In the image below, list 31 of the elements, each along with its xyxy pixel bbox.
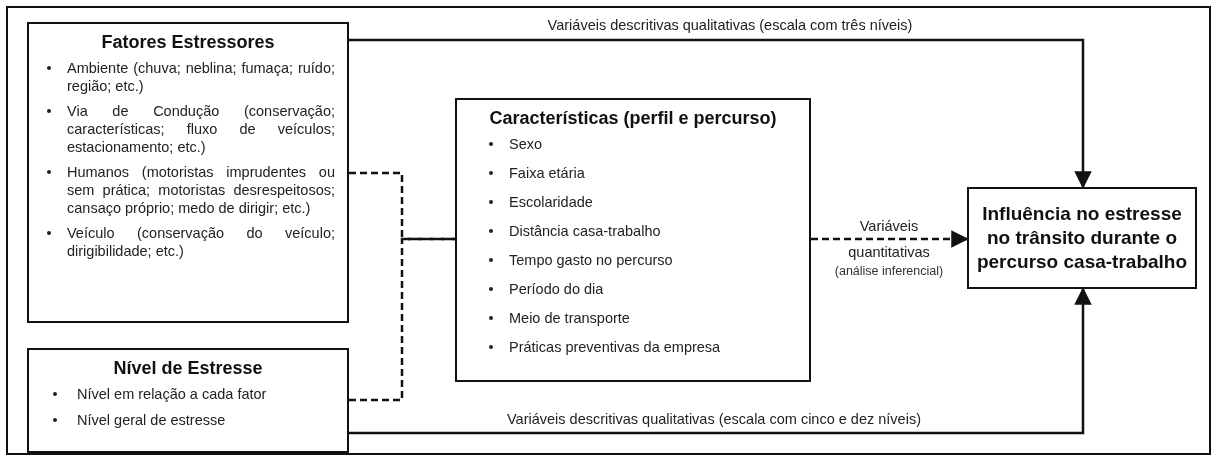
list-item: Humanos (motoristas imprudentes ou sem prática; motoristas desrespeitosos; cansaço próprio; medo de dirigir; etc.) [67, 163, 335, 217]
box-title: Fatores Estressores [100, 32, 276, 53]
list-item: Faixa etária [509, 164, 586, 182]
edge-label: Variáveis quantitativas [847, 217, 931, 262]
list-item: Período do dia [509, 280, 605, 298]
box-title: Influência no estresse no trânsito durante o percurso casa-trabalho [975, 202, 1189, 274]
list-box [455, 98, 811, 382]
arrow [349, 38, 1092, 189]
note-text: (análise inferencial) [834, 264, 944, 278]
list-item: Práticas preventivas da empresa [509, 338, 722, 356]
box-title: Características (perfil e percurso) [488, 108, 778, 129]
list-item: Tempo gasto no percurso [509, 251, 674, 269]
edge-label: Variáveis descritivas qualitativas (escala com três níveis) [545, 17, 915, 33]
edge-label: Variáveis descritivas qualitativas (escala com cinco e dez níveis) [505, 411, 923, 427]
list-item: Ambiente (chuva; neblina; fumaça; ruído; região; etc.) [67, 59, 335, 95]
box-title: Nível de Estresse [112, 358, 264, 379]
list-item: Sexo [509, 135, 544, 153]
list-item: Via de Condução (conservação; características; fluxo de veículos; estacionamento; etc.) [67, 102, 335, 156]
list-item: Escolaridade [509, 193, 594, 211]
dashed-connector [811, 230, 969, 248]
list-box [27, 22, 349, 323]
list-item: Meio de transporte [509, 309, 631, 327]
list-box [27, 348, 349, 453]
dashed-connector [349, 237, 455, 402]
list-item: Veículo (conservação do veículo; dirigibilidade; etc.) [67, 224, 335, 260]
list-item: Nível geral de estresse [77, 411, 227, 429]
list-item: Distância casa-trabalho [509, 222, 662, 240]
arrow [349, 287, 1092, 435]
list-item: Nível em relação a cada fator [77, 385, 268, 403]
dashed-connector [349, 171, 455, 241]
outcome-box [967, 187, 1197, 289]
